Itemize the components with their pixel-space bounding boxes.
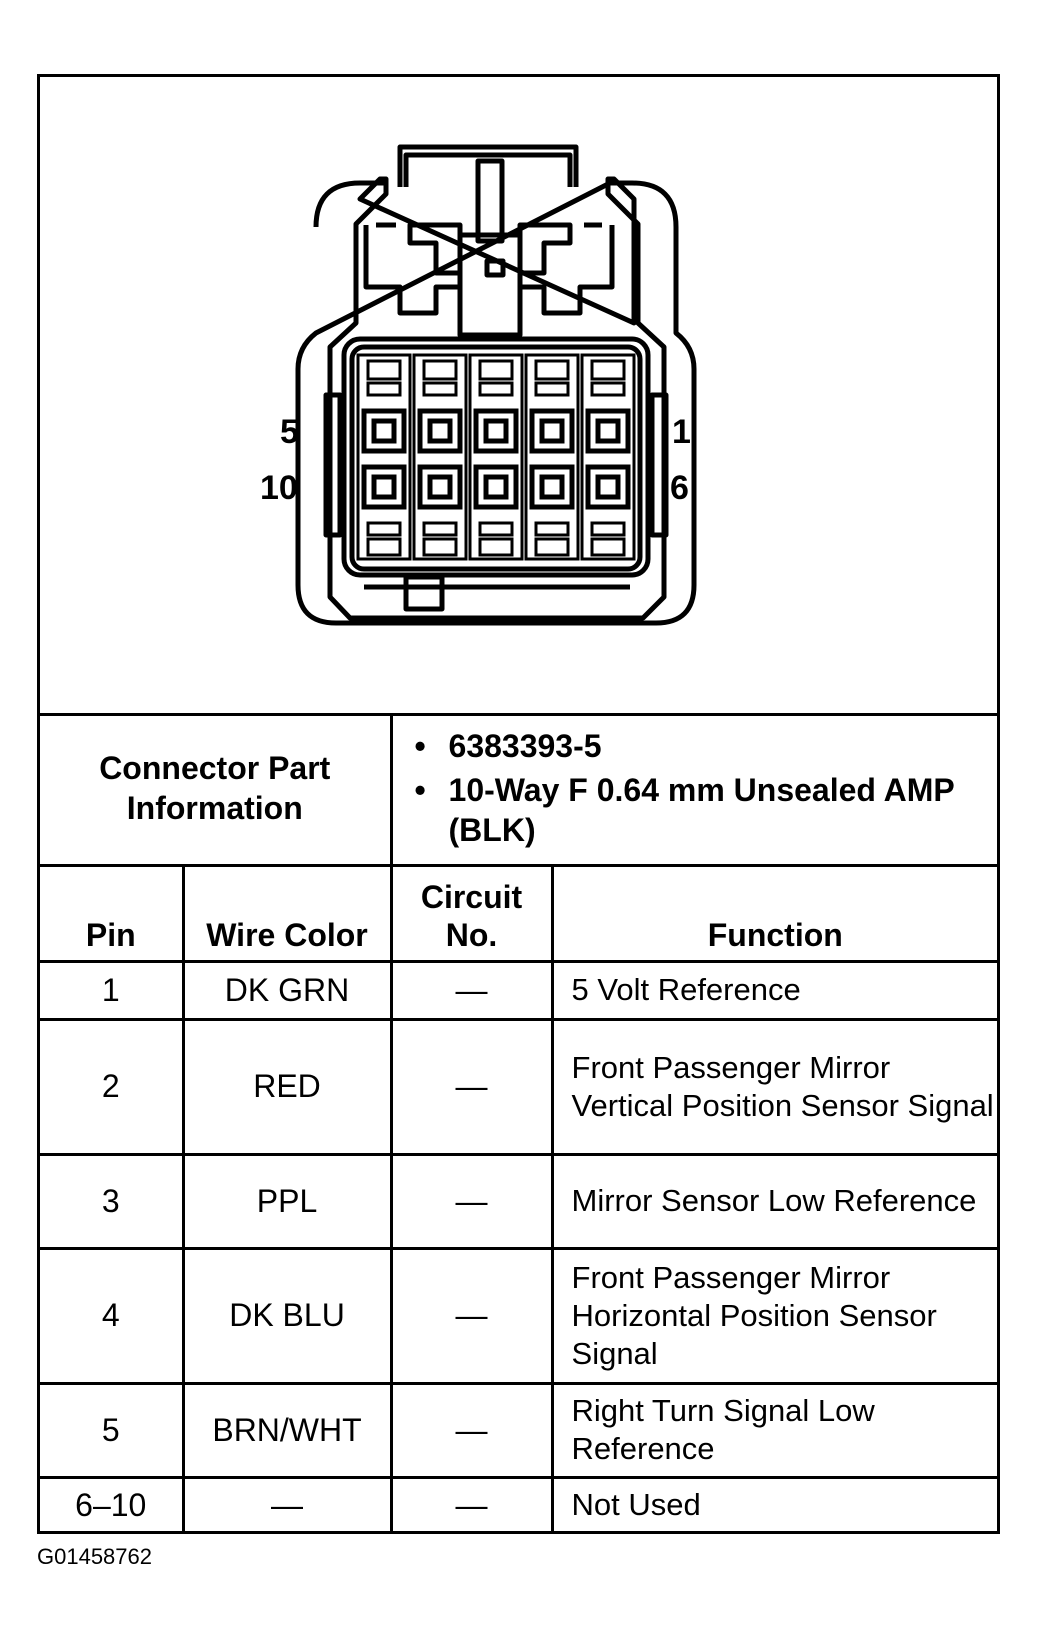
terminal-cavity <box>473 464 519 510</box>
wire-color-cell: PPL <box>181 1152 393 1250</box>
pin-cell: 3 <box>40 1152 185 1250</box>
terminal-cavity <box>361 408 407 454</box>
cavity-notch <box>422 359 458 381</box>
cavity-column <box>412 353 468 561</box>
header-circuit-no: Circuit No. <box>389 863 554 964</box>
connector-frame: 5 10 1 6 Connector Part Information 6383… <box>37 74 1000 1534</box>
function-cell: Right Turn Signal Low Reference <box>550 1381 998 1480</box>
function-cell: Mirror Sensor Low Reference <box>550 1152 998 1250</box>
document-id: G01458762 <box>37 1544 152 1569</box>
cavity-notch <box>422 521 458 537</box>
circuit-cell: — <box>389 1017 554 1156</box>
wire-color-cell: DK GRN <box>181 960 393 1021</box>
cavity-notch <box>366 381 402 397</box>
cavity-notch <box>534 521 570 537</box>
circuit-cell: — <box>389 1476 554 1531</box>
terminal-contact <box>427 418 453 444</box>
pinout-table: Connector Part Information 6383393-5 10-… <box>40 713 998 1531</box>
cavity-notch <box>422 381 458 397</box>
terminal-contact <box>483 474 509 500</box>
table-row: 4 DK BLU — Front Passenger Mirror Horizo… <box>40 1246 998 1385</box>
cavity-notch <box>366 537 402 557</box>
pin-label-6: 6 <box>670 469 689 507</box>
part-info-row: Connector Part Information 6383393-5 10-… <box>40 713 998 867</box>
function-cell: 5 Volt Reference <box>550 960 998 1021</box>
header-function: Function <box>550 863 998 964</box>
pin-cell: 4 <box>40 1246 185 1385</box>
circuit-cell: — <box>389 1381 554 1480</box>
wire-color-cell: DK BLU <box>181 1246 393 1385</box>
cavity-notch <box>534 537 570 557</box>
part-info-values: 6383393-5 10-Way F 0.64 mm Unsealed AMP … <box>389 713 998 867</box>
table-row: 1 DK GRN — 5 Volt Reference <box>40 960 998 1021</box>
terminal-contact <box>427 474 453 500</box>
circuit-cell: — <box>389 1246 554 1385</box>
circuit-cell: — <box>389 960 554 1021</box>
pin-cell: 6–10 <box>40 1476 185 1531</box>
part-number: 6383393-5 <box>415 726 990 766</box>
pin-cell: 2 <box>40 1017 185 1156</box>
cavity-notch <box>590 359 626 381</box>
terminal-contact <box>595 474 621 500</box>
wire-color-cell: BRN/WHT <box>181 1381 393 1480</box>
terminal-contact <box>595 418 621 444</box>
header-wire-color: Wire Color <box>181 863 393 964</box>
terminal-cavity <box>417 464 463 510</box>
cavity-column <box>468 353 524 561</box>
terminal-contact <box>483 418 509 444</box>
terminal-cavity <box>361 464 407 510</box>
function-cell: Front Passenger Mirror Vertical Position… <box>550 1017 998 1156</box>
terminal-cavity <box>585 408 631 454</box>
header-row: Pin Wire Color Circuit No. Function <box>40 863 998 964</box>
pin-label-10: 10 <box>260 469 298 507</box>
cavity-column <box>580 353 636 561</box>
cavity-notch <box>478 381 514 397</box>
cavity-column <box>356 353 412 561</box>
terminal-contact <box>371 474 397 500</box>
part-info-label: Connector Part Information <box>40 713 393 867</box>
cavity-notch <box>534 359 570 381</box>
cavity-notch <box>590 537 626 557</box>
terminal-cavity <box>529 464 575 510</box>
cavity-notch <box>478 521 514 537</box>
cavity-column <box>524 353 580 561</box>
cavity-notch <box>366 359 402 381</box>
wire-color-cell: RED <box>181 1017 393 1156</box>
wire-color-cell: — <box>181 1476 393 1531</box>
pin-cell: 1 <box>40 960 185 1021</box>
terminal-cavity <box>473 408 519 454</box>
connector-diagram: 5 10 1 6 <box>40 77 997 716</box>
cavity-notch <box>534 381 570 397</box>
cavity-notch <box>366 521 402 537</box>
function-cell: Front Passenger Mirror Horizontal Positi… <box>550 1246 998 1385</box>
terminal-cavity <box>417 408 463 454</box>
cavity-notch <box>422 537 458 557</box>
cavity-notch <box>478 359 514 381</box>
terminal-cavity <box>585 464 631 510</box>
pin-cell: 5 <box>40 1381 185 1480</box>
pin-label-5: 5 <box>280 413 299 451</box>
cavity-notch <box>478 537 514 557</box>
table-row: 2 RED — Front Passenger Mirror Vertical … <box>40 1017 998 1156</box>
part-description: 10-Way F 0.64 mm Unsealed AMP (BLK) <box>415 770 990 850</box>
terminal-contact <box>539 474 565 500</box>
cavity-notch <box>590 521 626 537</box>
terminal-contact <box>539 418 565 444</box>
terminal-contact <box>371 418 397 444</box>
table-row: 5 BRN/WHT — Right Turn Signal Low Refere… <box>40 1381 998 1480</box>
cavity-notch <box>590 381 626 397</box>
function-cell: Not Used <box>550 1476 998 1531</box>
connector-face-drawing <box>295 144 697 626</box>
pin-label-1: 1 <box>672 413 691 451</box>
table-row: 6–10 — — Not Used <box>40 1476 998 1531</box>
terminal-cavity <box>529 408 575 454</box>
table-row: 3 PPL — Mirror Sensor Low Reference <box>40 1152 998 1250</box>
header-pin: Pin <box>40 863 185 964</box>
circuit-cell: — <box>389 1152 554 1250</box>
